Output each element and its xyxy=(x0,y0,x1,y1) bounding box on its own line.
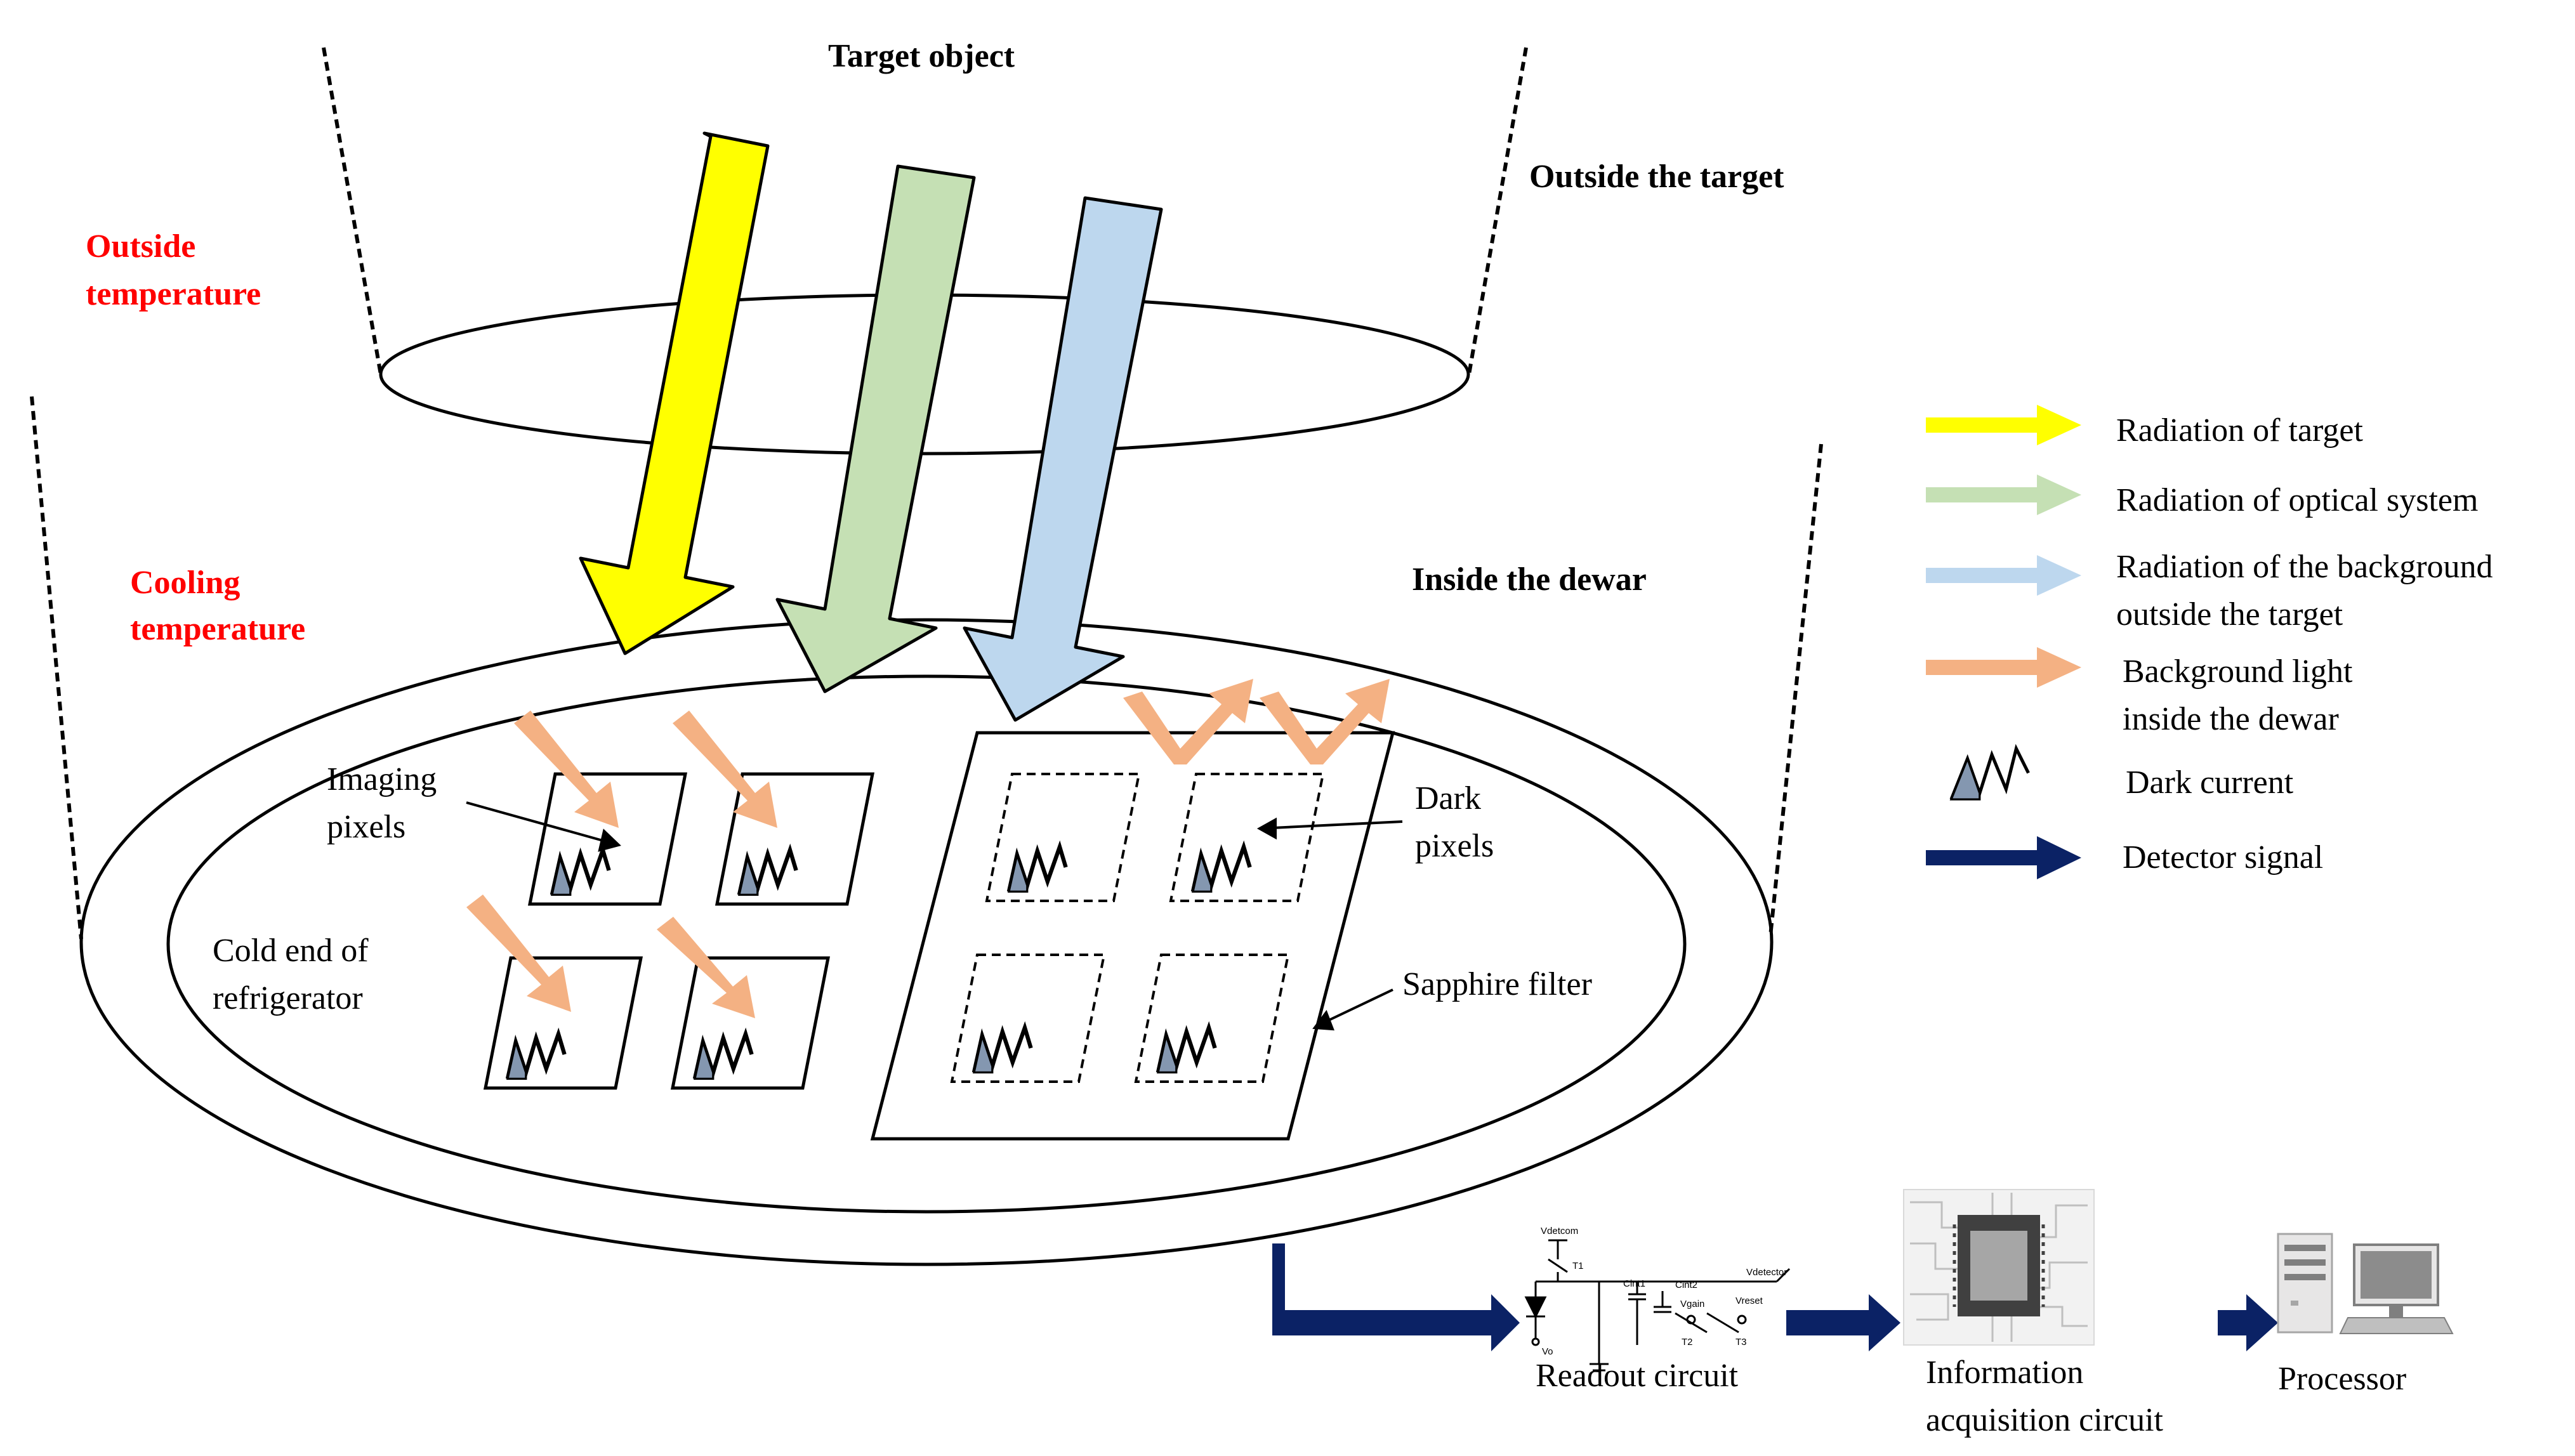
acquisition-chip-icon xyxy=(1903,1189,2095,1346)
label-outside-target: Outside the target xyxy=(1529,159,1784,195)
label-processor: Processor xyxy=(2278,1361,2406,1397)
radiation-background-arrow xyxy=(963,196,1163,722)
label-readout-circuit: Readout circuit xyxy=(1536,1358,1739,1394)
legend-signal-arrow-icon xyxy=(1926,836,2081,879)
imaging-pixel-2 xyxy=(715,772,875,906)
label-info-acq-2: acquisition circuit xyxy=(1926,1402,2164,1438)
legend-target-label: Radiation of target xyxy=(2116,412,2363,449)
circuit-label-t1: T1 xyxy=(1572,1261,1584,1271)
legend-dewar-light-label-1: Background light xyxy=(2123,653,2353,690)
label-outside-temperature-2: temperature xyxy=(86,276,261,312)
optics-cone-right xyxy=(1467,47,1528,375)
processor-computer-icon xyxy=(2277,1233,2454,1334)
label-cold-end-2: refrigerator xyxy=(213,980,363,1016)
radiation-target-arrow xyxy=(579,131,770,655)
dewar-outer xyxy=(79,618,1774,1266)
optics-cone-left xyxy=(322,47,383,375)
circuit-label-cint1: Cint1 xyxy=(1623,1278,1645,1289)
legend-optical-arrow-icon xyxy=(1926,475,2081,515)
label-info-acq-1: Information xyxy=(1926,1354,2083,1391)
radiation-optical-arrow xyxy=(775,164,976,693)
label-dark-pixels-1: Dark xyxy=(1415,780,1481,817)
label-sapphire-filter: Sapphire filter xyxy=(1402,966,1592,1002)
legend-signal-label: Detector signal xyxy=(2123,839,2323,876)
legend-target-arrow-icon xyxy=(1926,405,2081,445)
legend-background-label-1: Radiation of the background xyxy=(2116,549,2493,585)
circuit-label-vgain: Vgain xyxy=(1680,1299,1704,1309)
pointer-arrows xyxy=(466,801,1403,1031)
dewar-wall-left xyxy=(30,396,83,940)
circuit-label-t2: T2 xyxy=(1682,1337,1693,1348)
legend-dark-current-icon xyxy=(1949,744,2030,801)
legend-background-arrow-icon xyxy=(1926,555,2081,596)
background-light-arrows xyxy=(466,679,1390,1018)
legend-background-label-2: outside the target xyxy=(2116,596,2343,633)
circuit-label-t3: T3 xyxy=(1735,1337,1747,1348)
circuit-label-vreset: Vreset xyxy=(1735,1295,1763,1306)
dark-pixel-3 xyxy=(950,954,1106,1083)
label-outside-temperature-1: Outside xyxy=(86,228,195,265)
circuit-label-vo: Vo xyxy=(1542,1346,1553,1357)
dark-pixel-4 xyxy=(1134,954,1290,1083)
label-imaging-pixels-2: pixels xyxy=(327,809,405,845)
detector-signal-arrows xyxy=(1272,1243,2278,1351)
cold-end-inner xyxy=(166,674,1687,1214)
readout-circuit-schematic xyxy=(1524,1239,1791,1372)
legend-dewar-light-arrow-icon xyxy=(1926,647,2081,688)
imaging-pixel-4 xyxy=(670,956,831,1090)
label-inside-dewar: Inside the dewar xyxy=(1412,561,1647,598)
sapphire-filter xyxy=(870,731,1395,1141)
dewar-wall-right xyxy=(1768,443,1823,936)
label-cooling-temperature-1: Cooling xyxy=(130,565,240,601)
label-cooling-temperature-2: temperature xyxy=(130,611,305,647)
label-target-object: Target object xyxy=(828,38,1015,74)
circuit-label-cint2: Cint2 xyxy=(1675,1280,1697,1290)
legend-dark-current-label: Dark current xyxy=(2126,764,2294,801)
dark-pixel-2 xyxy=(1169,773,1325,902)
dark-pixel-1 xyxy=(985,773,1141,902)
legend-dewar-light-label-2: inside the dewar xyxy=(2123,701,2339,737)
label-cold-end-1: Cold end of xyxy=(213,933,369,969)
label-dark-pixels-2: pixels xyxy=(1415,828,1494,864)
imaging-pixel-3 xyxy=(483,956,643,1090)
circuit-label-vdetcom: Vdetcom xyxy=(1541,1226,1578,1236)
label-imaging-pixels-1: Imaging xyxy=(327,761,437,797)
circuit-label-vdetector: Vdetector xyxy=(1746,1267,1787,1278)
legend: Radiation of target Radiation of optical… xyxy=(1926,405,2493,879)
legend-optical-label: Radiation of optical system xyxy=(2116,482,2478,518)
